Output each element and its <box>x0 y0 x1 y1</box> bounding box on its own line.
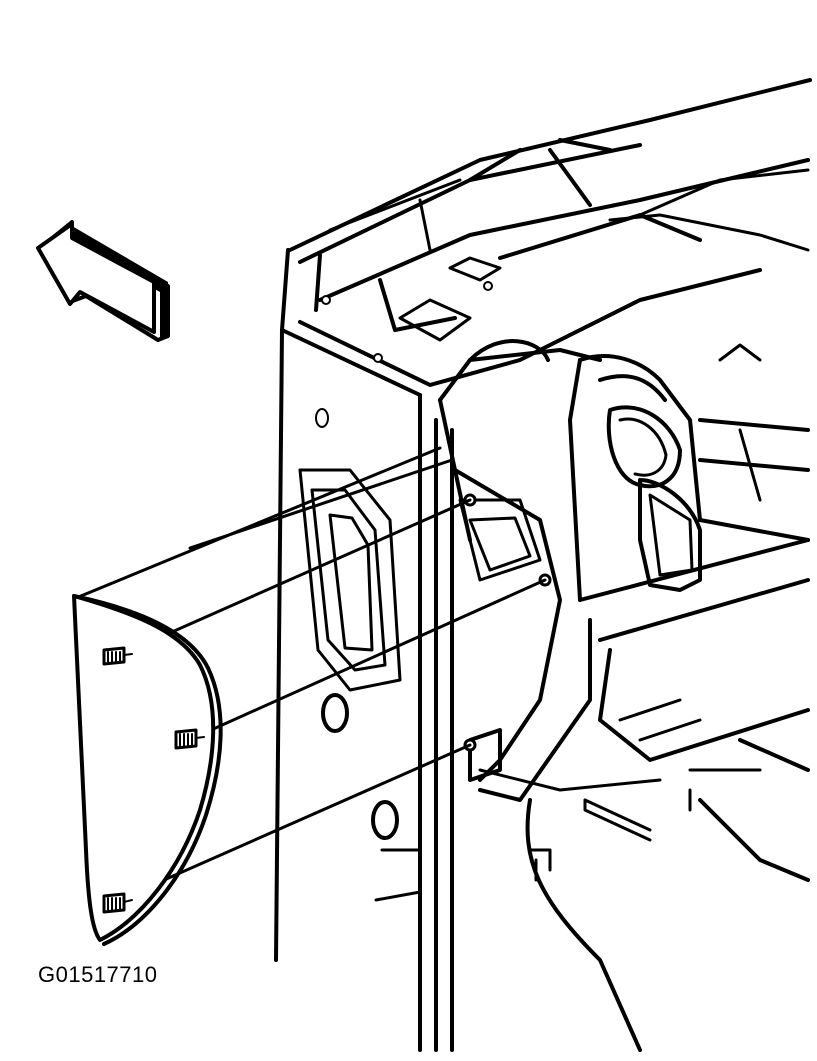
figure-code: G01517710 <box>38 962 158 987</box>
panel-clip-middle <box>174 728 205 750</box>
alignment-lines <box>74 446 547 897</box>
mounting-holes <box>463 493 552 752</box>
direction-arrow-icon <box>36 220 170 342</box>
panel-clip-lower <box>102 892 133 914</box>
body-pillar <box>274 328 454 1052</box>
end-trim-panel <box>72 594 223 946</box>
instrument-panel <box>438 339 810 1052</box>
upper-body-structure <box>280 78 812 397</box>
panel-clip-upper <box>102 646 133 666</box>
